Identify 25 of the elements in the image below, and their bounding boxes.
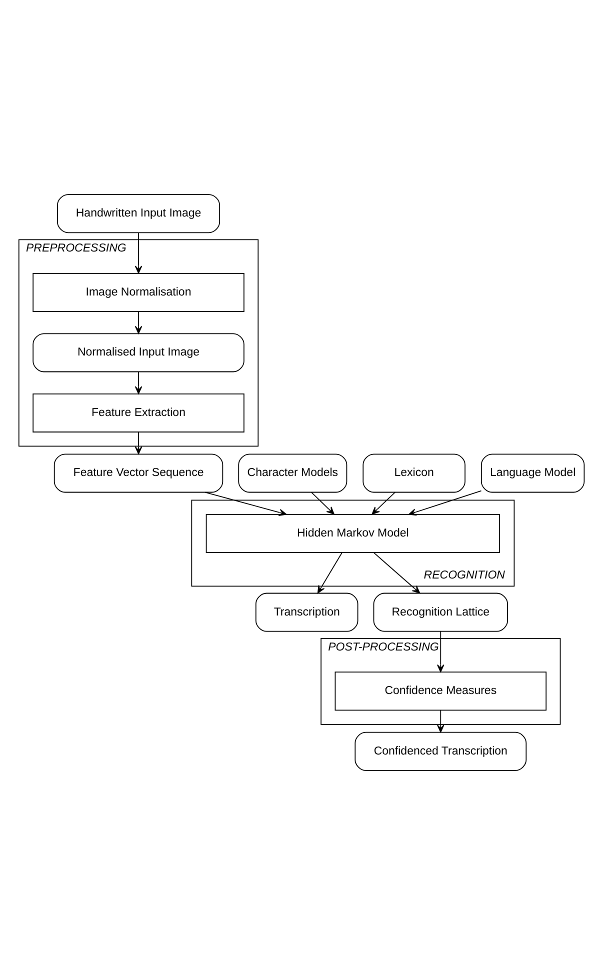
node-box: Confidenced Transcription bbox=[354, 732, 527, 771]
node-box: Lexicon bbox=[362, 454, 466, 493]
arrow bbox=[372, 492, 396, 515]
arrow bbox=[317, 552, 342, 594]
arrow bbox=[310, 492, 334, 515]
arrow bbox=[134, 371, 142, 394]
arrow bbox=[204, 492, 287, 516]
node-box: Confidence Measures bbox=[334, 672, 547, 711]
node-box: Handwritten Input Image bbox=[57, 194, 220, 234]
arrow bbox=[134, 311, 142, 334]
node-box: Image Normalisation bbox=[32, 272, 244, 312]
node-box: Language Model bbox=[480, 454, 585, 493]
arrow bbox=[134, 432, 142, 454]
node-box: Recognition Lattice bbox=[373, 592, 508, 632]
node-box: Normalised Input Image bbox=[32, 333, 244, 372]
arrow bbox=[408, 490, 482, 516]
node-box: Feature Extraction bbox=[32, 393, 244, 432]
node-box: Transcription bbox=[255, 592, 358, 632]
arrow bbox=[437, 631, 444, 672]
node-box: Hidden Markov Model bbox=[206, 514, 500, 553]
node-box: Feature Vector Sequence bbox=[54, 454, 224, 493]
node-box: Character Models bbox=[238, 454, 348, 493]
arrow bbox=[134, 232, 142, 274]
arrow bbox=[373, 552, 420, 594]
arrow bbox=[437, 710, 444, 733]
